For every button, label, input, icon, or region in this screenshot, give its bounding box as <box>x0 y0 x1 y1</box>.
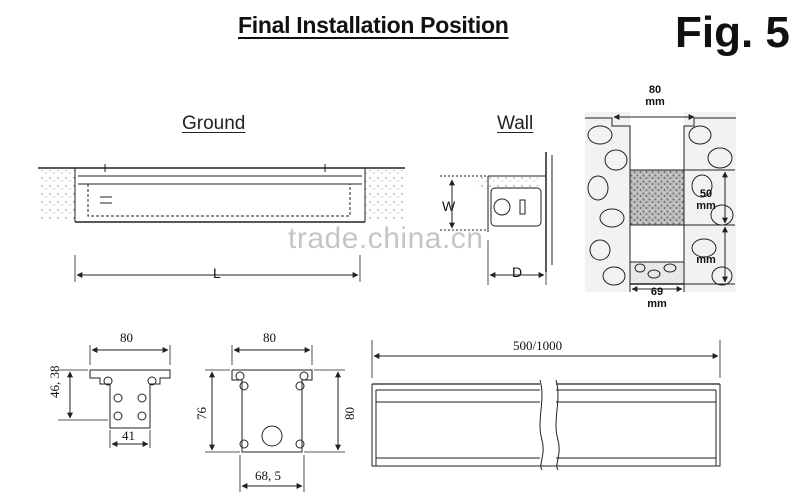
side-length-label: 500/1000 <box>513 338 563 353</box>
length-dimension-label: L <box>213 265 221 281</box>
small-plate-bottom-label: 41 <box>122 428 135 443</box>
ground-label: Ground <box>182 113 246 134</box>
figure-number: Fig. 5 <box>675 8 790 57</box>
wall-label: Wall <box>497 113 534 134</box>
trench-top-width-label: 80 mm <box>645 84 665 108</box>
gravel-depth-label: 50 mm <box>696 188 716 212</box>
ground-view-drawing <box>38 164 405 282</box>
trench-bottom-width-label: 69 mm <box>647 286 667 310</box>
large-plate-left-height-label: 76 <box>194 407 209 420</box>
large-plate-bottom-label: 68, 5 <box>255 468 281 483</box>
wall-view-drawing <box>440 152 553 285</box>
watermark-text: trade.china.cn <box>288 222 484 255</box>
end-plate-large-drawing <box>205 345 345 492</box>
large-plate-right-height-label: 80 <box>342 407 357 420</box>
small-plate-height-label: 46, 38 <box>47 365 62 399</box>
side-view-drawing <box>371 340 721 471</box>
width-dimension-label: W <box>442 198 456 214</box>
lower-depth-label: mm <box>696 254 716 266</box>
large-plate-width-label: 80 <box>263 330 276 345</box>
small-plate-width-label: 80 <box>120 330 133 345</box>
end-plate-small-drawing <box>58 345 171 448</box>
depth-dimension-label: D <box>512 264 523 280</box>
figure-title: Final Installation Position <box>238 12 509 38</box>
cross-section-drawing <box>585 112 736 292</box>
